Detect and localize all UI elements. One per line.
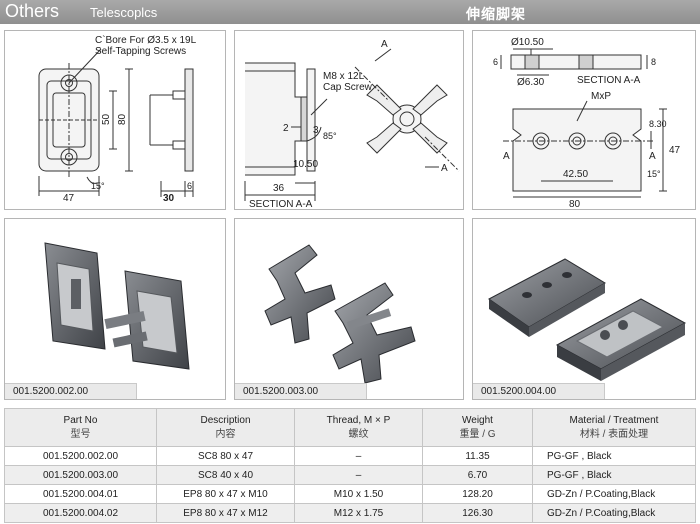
product-render-sc8-40x40 — [264, 244, 416, 384]
product-render-sc8-80x47 — [44, 242, 190, 370]
drawing-panel-sc8-40x40: M8 x 12L Cap Screw 2 3 85° 10.50 36 SECT… — [234, 30, 464, 210]
table-row: 001.5200.003.00 SC8 40 x 40 – 6.70 PG-GF… — [4, 465, 696, 485]
cell-description: SC8 80 x 47 — [156, 446, 295, 466]
cell-thread: – — [294, 465, 423, 485]
cell-part-no: 001.5200.002.00 — [4, 446, 157, 466]
callout-m8: M8 x 12L — [323, 71, 365, 82]
technical-drawing-2: M8 x 12L Cap Screw 2 3 85° 10.50 36 SECT… — [244, 39, 460, 210]
cell-part-no: 001.5200.004.02 — [4, 503, 157, 523]
cell-weight: 128.20 — [422, 484, 533, 504]
cell-weight: 126.30 — [422, 503, 533, 523]
callout-cbore: C`Bore For Ø3.5 x 19L — [95, 34, 197, 46]
drawing-panel-ep8: Ø10.50 Ø6.30 6 8 SECTION A-A MxP 8.30 47… — [472, 30, 696, 210]
dim-47: 47 — [63, 193, 75, 204]
cell-weight: 6.70 — [422, 465, 533, 485]
dim-47: 47 — [669, 145, 681, 156]
dim-15-deg: 15° — [647, 169, 661, 179]
dim-42-50: 42.50 — [563, 169, 588, 180]
cell-material: PG-GF , Black — [532, 465, 696, 485]
col-header-en: Part No — [63, 414, 98, 426]
col-weight: Weight 重量 / G — [422, 408, 533, 447]
col-header-cn: 内容 — [215, 428, 236, 440]
section-mark-a-top: A — [381, 39, 388, 50]
cell-material: PG-GF , Black — [532, 446, 696, 466]
dim-50: 50 — [101, 113, 112, 125]
dim-8-30: 8.30 — [649, 119, 667, 129]
section-mark-a-bottom: A — [441, 163, 448, 174]
section-mark-a-left: A — [503, 151, 510, 162]
product-image-panel-2: 001.5200.003.00 — [234, 218, 464, 400]
dim-10-50: 10.50 — [293, 159, 318, 170]
dim-80: 80 — [117, 113, 128, 125]
callout-screws: Self-Tapping Screws — [95, 46, 186, 57]
cell-description: EP8 80 x 47 x M12 — [156, 503, 295, 523]
table-header-row: Part No 型号 Description 内容 Thread, M × P … — [4, 408, 696, 447]
col-header-en: Thread, M × P — [326, 414, 391, 426]
table-row: 001.5200.004.02 EP8 80 x 47 x M12 M12 x … — [4, 503, 696, 523]
cell-description: SC8 40 x 40 — [156, 465, 295, 485]
dim-3: 3 — [313, 125, 319, 136]
col-header-cn: 型号 — [70, 428, 91, 440]
col-part-no: Part No 型号 — [4, 408, 157, 447]
dim-15-deg: 15° — [91, 181, 105, 191]
technical-drawing-1: C`Bore For Ø3.5 x 19L Self-Tapping Screw… — [38, 34, 197, 204]
cell-weight: 11.35 — [422, 446, 533, 466]
cell-material: GD-Zn / P.Coating,Black — [532, 503, 696, 523]
product-code-label: 001.5200.004.00 — [473, 383, 605, 399]
dim-dia-6-30: Ø6.30 — [517, 77, 545, 88]
callout-cap-screw: Cap Screw — [323, 82, 373, 93]
col-header-cn: 材料 / 表面处理 — [579, 428, 649, 440]
dim-2: 2 — [283, 123, 289, 134]
product-render-ep8 — [488, 258, 687, 381]
product-image-panel-1: 001.5200.002.00 — [4, 218, 226, 400]
category-subtitle: Telescoplcs — [90, 5, 158, 20]
dim-80: 80 — [569, 199, 581, 210]
cell-part-no: 001.5200.004.01 — [4, 484, 157, 504]
callout-mxp: MxP — [591, 91, 611, 102]
dim-30: 30 — [163, 193, 175, 204]
dim-85-deg: 85° — [323, 131, 337, 141]
section-label: SECTION A-A — [577, 75, 641, 86]
table-row: 001.5200.004.01 EP8 80 x 47 x M10 M10 x … — [4, 484, 696, 504]
section-mark-a-right: A — [649, 151, 656, 162]
section-label: SECTION A-A — [249, 199, 313, 210]
chinese-title: 伸缩脚架 — [466, 6, 526, 22]
table-row: 001.5200.002.00 SC8 80 x 47 – 11.35 PG-G… — [4, 446, 696, 466]
cell-material: GD-Zn / P.Coating,Black — [532, 484, 696, 504]
drawing-panel-sc8-80x47: C`Bore For Ø3.5 x 19L Self-Tapping Screw… — [4, 30, 226, 210]
product-code-label: 001.5200.003.00 — [235, 383, 367, 399]
dim-8: 8 — [651, 57, 656, 67]
product-image-panel-3: 001.5200.004.00 — [472, 218, 696, 400]
col-material: Material / Treatment 材料 / 表面处理 — [532, 408, 696, 447]
cell-part-no: 001.5200.003.00 — [4, 465, 157, 485]
dim-dia-10-50: Ø10.50 — [511, 37, 544, 48]
specification-table: Part No 型号 Description 内容 Thread, M × P … — [4, 408, 696, 523]
technical-drawing-3: Ø10.50 Ø6.30 6 8 SECTION A-A MxP 8.30 47… — [493, 37, 681, 210]
dim-36: 36 — [273, 183, 285, 194]
category-title: Others — [5, 1, 60, 21]
cell-description: EP8 80 x 47 x M10 — [156, 484, 295, 504]
page-header: Others Telescoplcs 伸缩脚架 — [0, 0, 700, 24]
dim-6: 6 — [493, 57, 498, 67]
col-thread: Thread, M × P 螺纹 — [294, 408, 423, 447]
cell-thread: – — [294, 446, 423, 466]
dim-6: 6 — [187, 181, 192, 191]
col-header-en: Weight — [462, 414, 493, 426]
col-header-cn: 重量 / G — [459, 428, 496, 440]
col-header-en: Material / Treatment — [569, 414, 659, 426]
col-description: Description 内容 — [156, 408, 295, 447]
col-header-en: Description — [200, 414, 251, 426]
cell-thread: M10 x 1.50 — [294, 484, 423, 504]
col-header-cn: 螺纹 — [348, 428, 369, 440]
cell-thread: M12 x 1.75 — [294, 503, 423, 523]
product-code-label: 001.5200.002.00 — [5, 383, 137, 399]
